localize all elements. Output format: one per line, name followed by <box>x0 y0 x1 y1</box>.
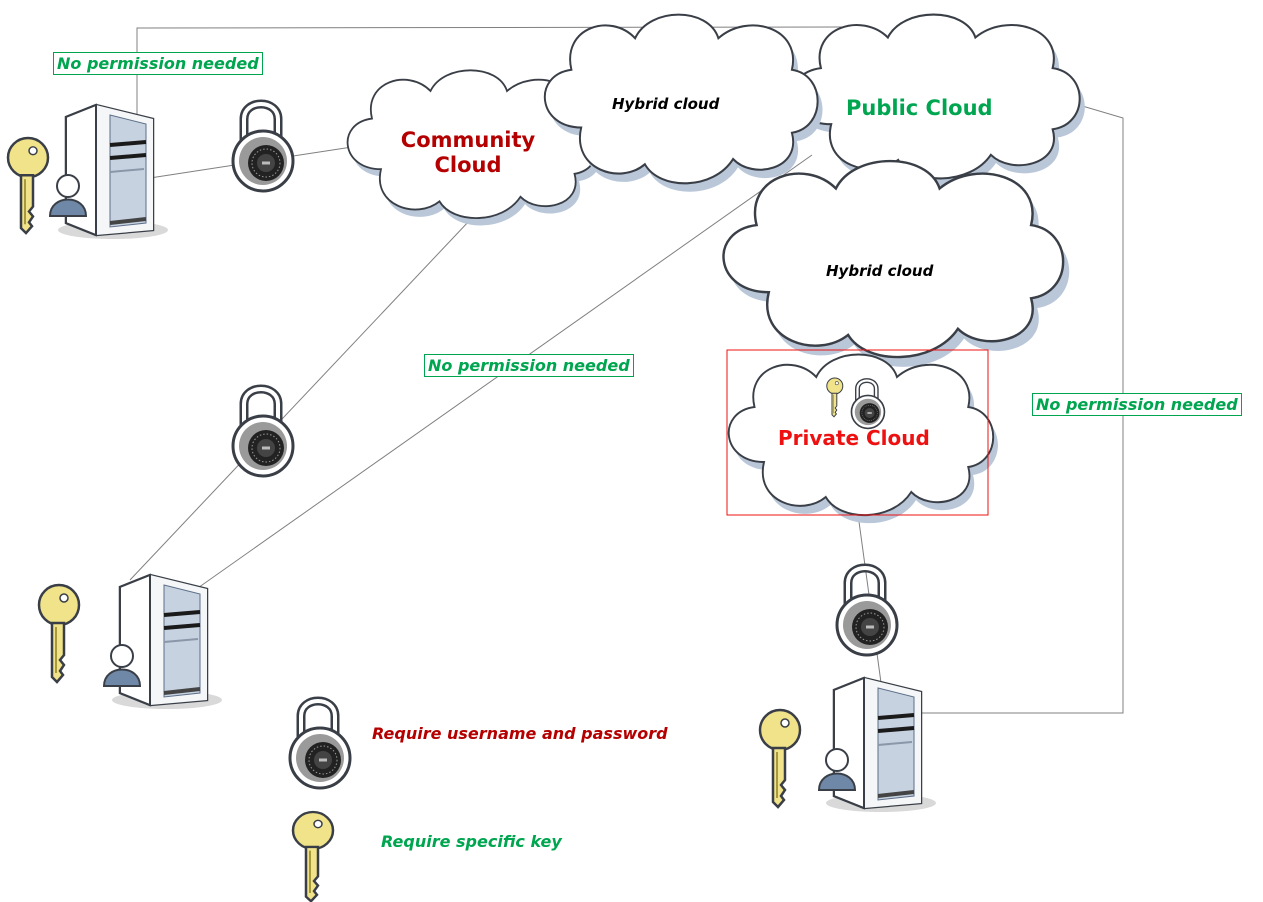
legend-padlock-icon <box>290 701 350 788</box>
legend-lock-text: Require username and password <box>372 724 668 743</box>
no-permission-label-right: No permission needed <box>1032 393 1242 416</box>
hybrid-cloud-mid-label: Hybrid cloud <box>826 262 934 280</box>
community-cloud-line1: Community <box>400 128 536 152</box>
line-community-to-left-server <box>129 219 471 581</box>
server-icon <box>824 676 938 814</box>
private-cloud-label: Private Cloud <box>778 426 930 450</box>
padlock-icon <box>233 389 293 476</box>
legend-key-icon <box>291 810 335 902</box>
key-icon <box>37 583 81 684</box>
key-icon <box>6 136 50 235</box>
private-cloud-frame <box>726 349 989 516</box>
legend-key-text: Require specific key <box>381 832 562 851</box>
server-icon <box>56 103 170 241</box>
community-cloud-label: Community Cloud <box>388 128 548 178</box>
no-permission-label-top: No permission needed <box>53 52 263 75</box>
community-cloud-line2: Cloud <box>434 153 502 177</box>
server-icon <box>110 573 224 711</box>
public-cloud-label: Public Cloud <box>846 96 993 120</box>
no-permission-label-middle: No permission needed <box>424 354 634 377</box>
hybrid-cloud-top-label: Hybrid cloud <box>612 95 720 113</box>
padlock-icon <box>233 104 293 191</box>
key-icon <box>758 708 802 809</box>
